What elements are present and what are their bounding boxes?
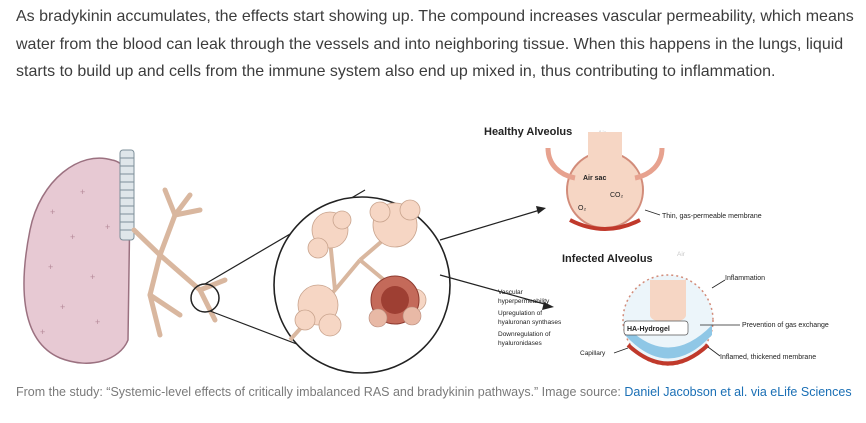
infected-title: Infected Alveolus: [562, 253, 653, 265]
downreg-line-2: hyaluronidases: [498, 340, 542, 347]
lung-illustration: + + + + + + + + +: [23, 149, 228, 364]
figure-caption: From the study: “Systemic-level effects …: [16, 384, 861, 400]
ha-hydrogel-label: HA-Hydrogel: [627, 326, 670, 333]
svg-text:+: +: [95, 317, 100, 327]
inflammation-label: Inflammation: [725, 275, 765, 282]
prevention-label: Prevention of gas exchange: [742, 322, 829, 329]
healthy-alveolus: Healthy Alveolus Air Air sac CO₂ O₂ Thin…: [484, 126, 762, 231]
vascular-line-2: hyperpermeability: [498, 298, 550, 305]
upreg-line-1: Upregulation of: [498, 310, 542, 317]
lung-alveolus-figure: + + + + + + + + +: [23, 126, 829, 374]
alveoli-zoom: [273, 196, 451, 374]
o2-label: O₂: [578, 205, 586, 212]
capillary-label: Capillary: [580, 350, 606, 357]
caption-text: From the study: “Systemic-level effects …: [16, 385, 625, 399]
svg-text:+: +: [50, 207, 55, 217]
infected-alveolus: Infected Alveolus Air HA-Hydrogel Inflam…: [498, 251, 829, 366]
caption-source-link[interactable]: Daniel Jacobson et al. via eLife Science…: [624, 385, 852, 399]
svg-text:+: +: [60, 302, 65, 312]
bronchial-tree: [131, 187, 228, 338]
healthy-title: Healthy Alveolus: [484, 126, 572, 138]
inflamed-membrane-label: Inflamed, thickened membrane: [720, 354, 816, 361]
svg-text:+: +: [90, 272, 95, 282]
co2-label: CO₂: [610, 192, 624, 199]
thin-membrane-label: Thin, gas-permeable membrane: [662, 213, 762, 220]
air-label-bottom: Air: [677, 251, 686, 258]
svg-text:+: +: [70, 232, 75, 242]
article-paragraph: As bradykinin accumulates, the effects s…: [16, 8, 854, 80]
upreg-line-2: hyaluronan synthases: [498, 319, 562, 326]
svg-text:+: +: [80, 187, 85, 197]
downreg-line-1: Downregulation of: [498, 331, 551, 338]
vascular-line-1: Vascular: [498, 289, 524, 296]
svg-text:+: +: [40, 327, 45, 337]
svg-text:+: +: [105, 222, 110, 232]
svg-text:+: +: [48, 262, 53, 272]
trachea: [119, 149, 135, 241]
air-sac-label: Air sac: [583, 175, 606, 182]
